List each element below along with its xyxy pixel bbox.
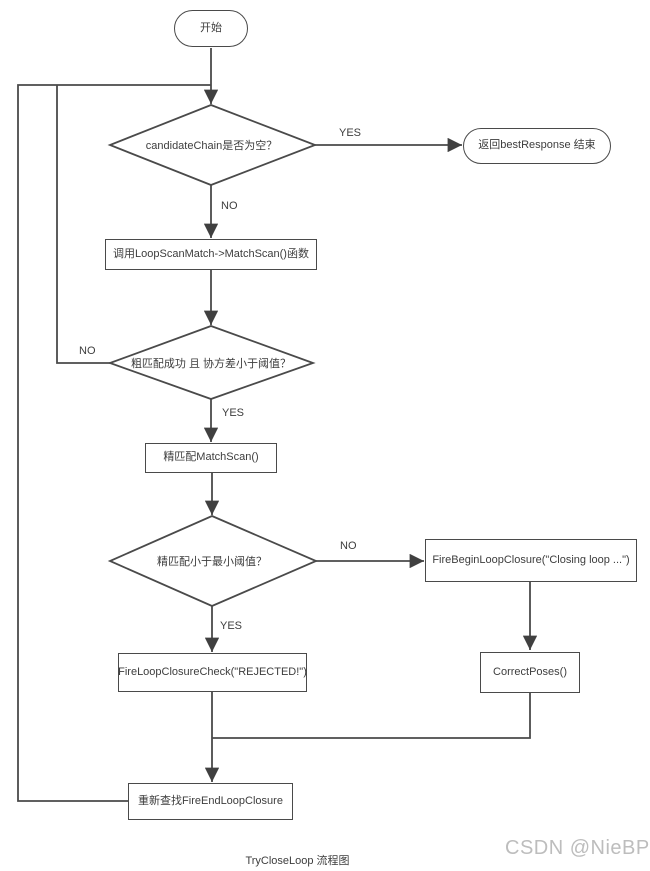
process-call-loopscanmatch-node: 调用LoopScanMatch->MatchScan()函数: [105, 239, 317, 270]
edge-correct-merge: [212, 693, 531, 739]
decision-candidate-label: candidateChain是否为空？: [145, 140, 278, 152]
decision-coarse-diamond: [107, 325, 316, 400]
edge-label-candidate-yes: YES: [337, 127, 364, 139]
edge-label-coarse-yes: YES: [220, 407, 247, 419]
edge-label-coarse-no: NO: [77, 345, 98, 357]
terminal-return-best-node: 返回bestResponse 结束: [463, 128, 611, 164]
edge-label-fine-yes: YES: [218, 620, 245, 632]
edge-loopback-outer: [17, 84, 211, 802]
decision-fine-diamond: [107, 515, 319, 607]
diagram-caption: TryCloseLoop 流程图: [245, 855, 350, 867]
edge-coarse-no-loop: [56, 85, 110, 364]
decision-coarse-label: 粗匹配成功 且 协方差小于阈值？: [130, 358, 292, 370]
edge-label-candidate-no: NO: [219, 200, 240, 212]
process-correct-poses-node: CorrectPoses(): [480, 652, 580, 693]
process-closure-check-node: FireLoopClosureCheck("REJECTED!"): [118, 653, 307, 692]
start-node: 开始: [174, 10, 248, 47]
decision-candidate-diamond: [107, 104, 318, 186]
process-fire-begin-closure-node: FireBeginLoopClosure("Closing loop ..."): [425, 539, 637, 582]
csdn-watermark: CSDN @NieBP: [505, 837, 650, 859]
decision-fine-label: 精匹配小于最小阈值？: [157, 556, 267, 568]
process-fine-match-node: 精匹配MatchScan(): [145, 443, 277, 473]
process-refind-end-closure-node: 重新查找FireEndLoopClosure: [128, 783, 293, 820]
edge-label-fine-no: NO: [338, 540, 359, 552]
